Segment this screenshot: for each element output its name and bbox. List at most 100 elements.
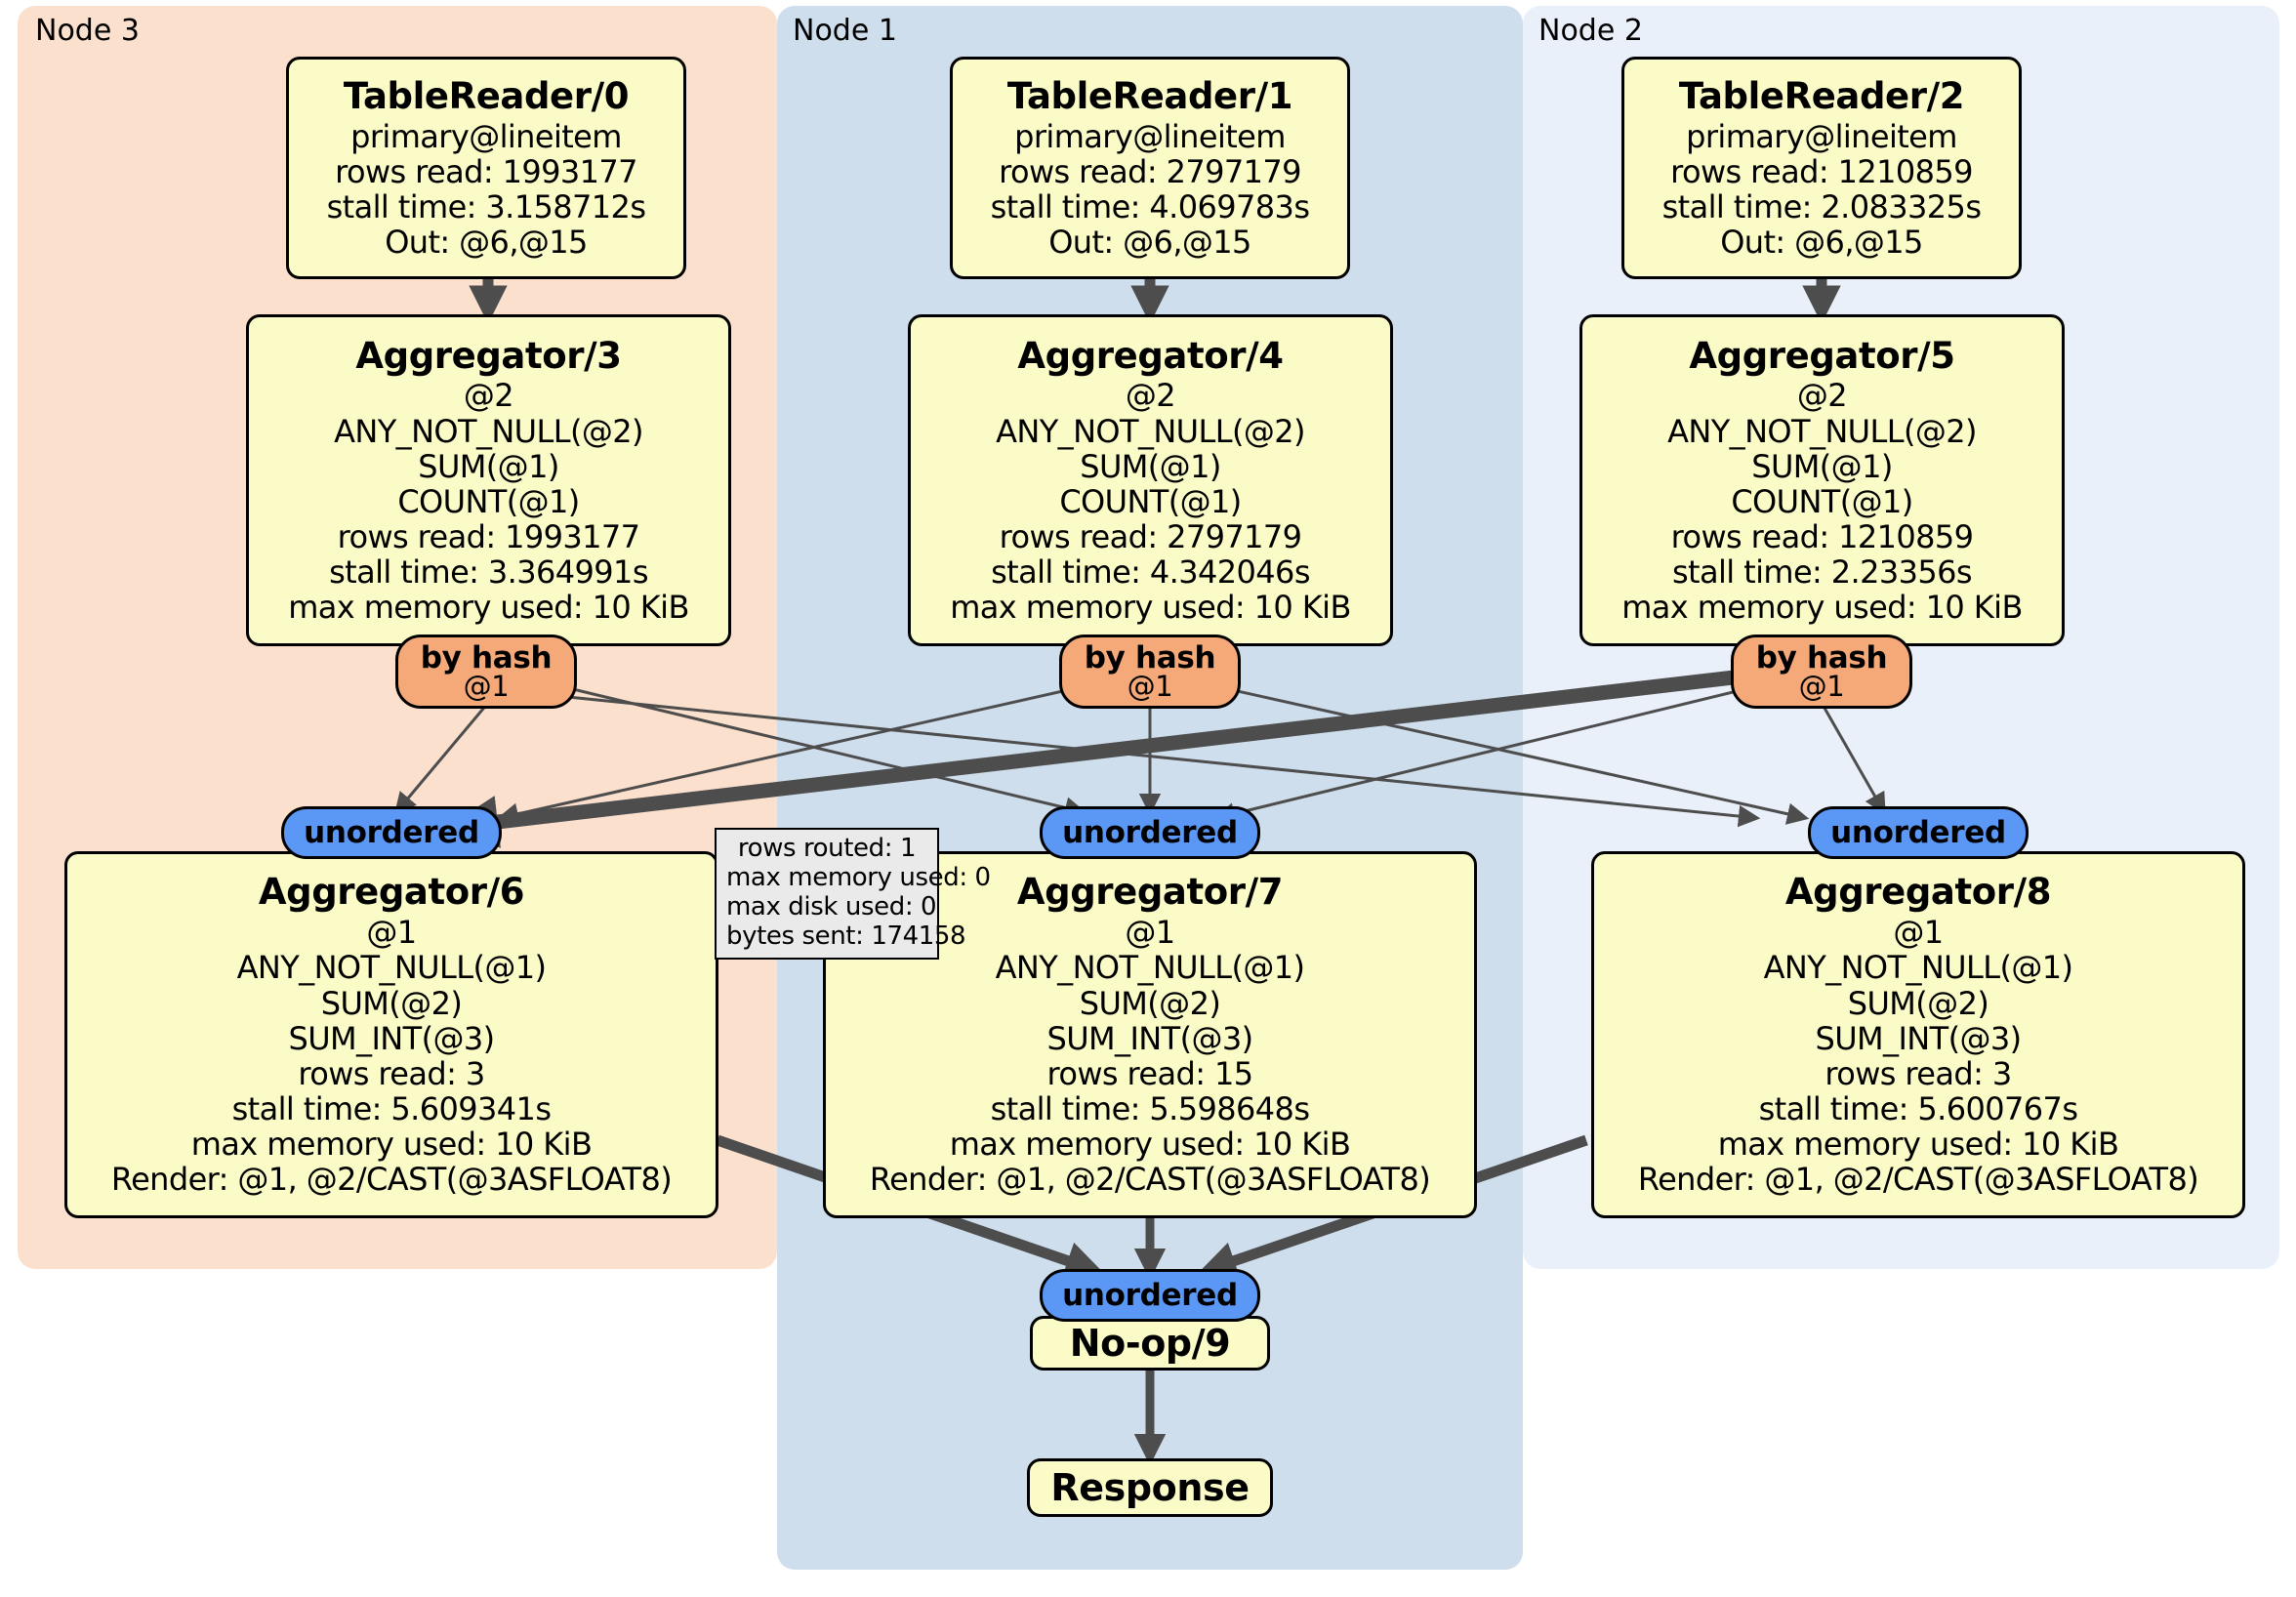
tooltip-line: max disk used: 0 — [726, 892, 937, 922]
node-detail-line: stall time: 4.342046s — [991, 553, 1310, 592]
edge-stats-tooltip: rows routed: 1 max memory used: 0 max di… — [715, 828, 991, 960]
router-sublabel: @1 — [463, 669, 510, 703]
node-detail-line: max memory used: 10 KiB — [949, 1126, 1351, 1164]
node-response[interactable]: Response — [1027, 1458, 1273, 1517]
cluster-label-node1: Node 1 — [793, 14, 897, 48]
node-detail-line: @1 — [1893, 914, 1944, 952]
router-by-hash-right[interactable]: by hash @1 — [1731, 635, 1912, 709]
tooltip-line: rows routed: 1 — [737, 834, 917, 863]
node-detail-line: primary@lineitem — [1686, 117, 1957, 155]
node-detail-line: rows read: 2797179 — [999, 517, 1302, 555]
router-label: unordered — [304, 814, 479, 850]
node-detail-line: stall time: 5.598648s — [990, 1090, 1310, 1128]
node-detail-line: rows read: 3 — [1824, 1054, 2012, 1092]
tooltip-line: max memory used: 0 — [726, 863, 991, 893]
node-title: Aggregator/8 — [1784, 871, 2052, 914]
node-detail-line: max memory used: 10 KiB — [288, 589, 689, 627]
node-detail-line: SUM_INT(@3) — [1815, 1019, 2023, 1057]
node-detail-line: stall time: 5.600767s — [1758, 1090, 2078, 1128]
node-detail-line: max memory used: 10 KiB — [190, 1126, 593, 1164]
node-noop-9[interactable]: No-op/9 — [1030, 1316, 1270, 1371]
node-detail-line: Out: @6,@15 — [1720, 224, 1923, 262]
node-detail-line: SUM(@2) — [320, 984, 463, 1022]
node-detail-line: rows read: 1210859 — [1670, 152, 1973, 190]
node-detail-line: Render: @1, @2/CAST(@3ASFLOAT8) — [110, 1161, 673, 1199]
node-title: Aggregator/7 — [1016, 871, 1284, 914]
router-by-hash-left[interactable]: by hash @1 — [395, 635, 577, 709]
node-aggregator-8[interactable]: Aggregator/8 @1 ANY_NOT_NULL(@1) SUM(@2)… — [1591, 851, 2245, 1218]
node-detail-line: rows read: 3 — [298, 1054, 485, 1092]
node-detail-line: COUNT(@1) — [397, 482, 580, 520]
node-detail-line: max memory used: 10 KiB — [950, 589, 1351, 627]
node-detail-line: SUM_INT(@3) — [288, 1019, 496, 1057]
node-title: Aggregator/5 — [1689, 334, 1955, 377]
node-detail-line: ANY_NOT_NULL(@1) — [1763, 949, 2073, 987]
router-unordered-left[interactable]: unordered — [281, 806, 502, 859]
node-detail-line: @2 — [463, 377, 514, 415]
node-detail-line: COUNT(@1) — [1059, 482, 1242, 520]
node-detail-line: SUM(@2) — [1079, 984, 1221, 1022]
router-unordered-right[interactable]: unordered — [1808, 806, 2029, 859]
node-detail-line: SUM_INT(@3) — [1046, 1019, 1254, 1057]
node-detail-line: stall time: 2.083325s — [1661, 187, 1982, 225]
router-label: unordered — [1062, 1277, 1238, 1313]
node-detail-line: stall time: 3.364991s — [329, 553, 648, 592]
node-tablereader-0[interactable]: TableReader/0 primary@lineitem rows read… — [286, 57, 686, 279]
node-aggregator-6[interactable]: Aggregator/6 @1 ANY_NOT_NULL(@1) SUM(@2)… — [64, 851, 718, 1218]
router-unordered-final[interactable]: unordered — [1040, 1269, 1260, 1322]
node-tablereader-1[interactable]: TableReader/1 primary@lineitem rows read… — [950, 57, 1350, 279]
cluster-label-node3: Node 3 — [35, 14, 140, 48]
tooltip-line: bytes sent: 174158 — [726, 921, 966, 952]
node-detail-line: SUM(@1) — [418, 447, 559, 485]
node-detail-line: max memory used: 10 KiB — [1621, 589, 2023, 627]
node-detail-line: Out: @6,@15 — [385, 224, 588, 262]
router-label: unordered — [1830, 814, 2006, 850]
node-detail-line: rows read: 1993177 — [337, 517, 640, 555]
router-sublabel: @1 — [1798, 669, 1845, 703]
node-detail-line: stall time: 4.069783s — [990, 187, 1310, 225]
node-detail-line: stall time: 2.23356s — [1671, 553, 1973, 592]
node-detail-line: SUM(@1) — [1751, 447, 1893, 485]
node-detail-line: @2 — [1125, 377, 1176, 415]
node-detail-line: primary@lineitem — [350, 117, 622, 155]
router-sublabel: @1 — [1127, 669, 1173, 703]
node-detail-line: SUM(@2) — [1847, 984, 1989, 1022]
node-detail-line: @1 — [366, 914, 417, 952]
node-title: TableReader/1 — [1006, 74, 1293, 117]
node-detail-line: rows read: 1993177 — [335, 152, 637, 190]
node-title: No-op/9 — [1069, 1321, 1231, 1365]
node-detail-line: ANY_NOT_NULL(@1) — [995, 949, 1305, 987]
node-title: Response — [1050, 1465, 1250, 1509]
node-title: TableReader/2 — [1678, 74, 1965, 117]
node-title: Aggregator/6 — [258, 871, 525, 914]
node-detail-line: COUNT(@1) — [1731, 482, 1913, 520]
node-detail-line: @1 — [1125, 914, 1175, 952]
node-tablereader-2[interactable]: TableReader/2 primary@lineitem rows read… — [1621, 57, 2022, 279]
node-detail-line: max memory used: 10 KiB — [1717, 1126, 2119, 1164]
node-aggregator-4[interactable]: Aggregator/4 @2 ANY_NOT_NULL(@2) SUM(@1)… — [908, 314, 1393, 646]
router-by-hash-center[interactable]: by hash @1 — [1059, 635, 1241, 709]
router-label: by hash — [1755, 639, 1888, 676]
node-aggregator-5[interactable]: Aggregator/5 @2 ANY_NOT_NULL(@2) SUM(@1)… — [1579, 314, 2065, 646]
node-detail-line: SUM(@1) — [1080, 447, 1221, 485]
node-detail-line: Out: @6,@15 — [1048, 224, 1251, 262]
node-detail-line: Render: @1, @2/CAST(@3ASFLOAT8) — [869, 1161, 1431, 1199]
cluster-label-node2: Node 2 — [1538, 14, 1643, 48]
node-detail-line: ANY_NOT_NULL(@2) — [996, 412, 1305, 450]
node-detail-line: rows read: 1210859 — [1670, 517, 1974, 555]
node-detail-line: primary@lineitem — [1014, 117, 1286, 155]
node-aggregator-3[interactable]: Aggregator/3 @2 ANY_NOT_NULL(@2) SUM(@1)… — [246, 314, 731, 646]
node-title: TableReader/0 — [343, 74, 630, 117]
node-detail-line: ANY_NOT_NULL(@2) — [1667, 412, 1977, 450]
node-detail-line: rows read: 2797179 — [999, 152, 1301, 190]
node-detail-line: @2 — [1796, 377, 1848, 415]
node-detail-line: Render: @1, @2/CAST(@3ASFLOAT8) — [1637, 1161, 2199, 1199]
router-unordered-center[interactable]: unordered — [1040, 806, 1260, 859]
node-detail-line: stall time: 3.158712s — [326, 187, 646, 225]
router-label: unordered — [1062, 814, 1238, 850]
node-title: Aggregator/3 — [355, 334, 622, 377]
node-detail-line: rows read: 15 — [1046, 1054, 1254, 1092]
node-detail-line: ANY_NOT_NULL(@2) — [334, 412, 643, 450]
node-detail-line: stall time: 5.609341s — [231, 1090, 552, 1128]
